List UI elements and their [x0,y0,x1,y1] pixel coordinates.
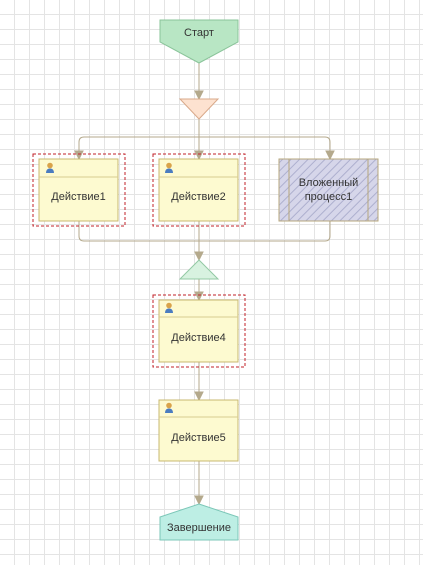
join-gateway[interactable] [178,259,220,280]
fork-gateway[interactable] [178,98,220,120]
action-box-2[interactable] [152,153,246,227]
flow-arrow [194,90,204,101]
user-icon [165,302,173,313]
action-label-5: Действие5 [171,432,226,444]
action-label-1: Действие1 [51,191,106,203]
flow-arrow [74,150,84,161]
action-label-2: Действие2 [171,191,226,203]
action-box-1[interactable] [32,153,126,227]
flow-arrow [194,495,204,506]
connectors [74,63,335,506]
end-node[interactable] [159,503,239,541]
subprocess-label: Вложенный процесс1 [289,173,368,207]
user-icon [46,162,54,173]
selection-frame [152,153,246,227]
end-label: Завершение [167,522,231,534]
user-icon [165,162,173,173]
flow-join-branches [78,221,331,242]
action-box-4[interactable] [152,294,246,368]
subprocess-box[interactable] [278,158,379,222]
flow-arrow [194,291,204,302]
subprocess-body [278,158,379,222]
selection-frame [152,294,246,368]
start-label: Старт [184,27,214,39]
flow-arrow [325,150,335,161]
flow-arrow [194,251,204,262]
action-label-4: Действие4 [171,332,226,344]
start-node[interactable] [159,19,239,64]
action-box-5[interactable] [158,399,239,462]
subprocess-label-line2: процесс1 [304,191,353,203]
user-icon [165,402,173,413]
action-body [158,158,239,222]
subprocess-label-line1: Вложенный [298,177,359,189]
selection-frame [32,153,126,227]
flow-arrow [194,391,204,402]
flow-fork-branches [78,136,331,159]
